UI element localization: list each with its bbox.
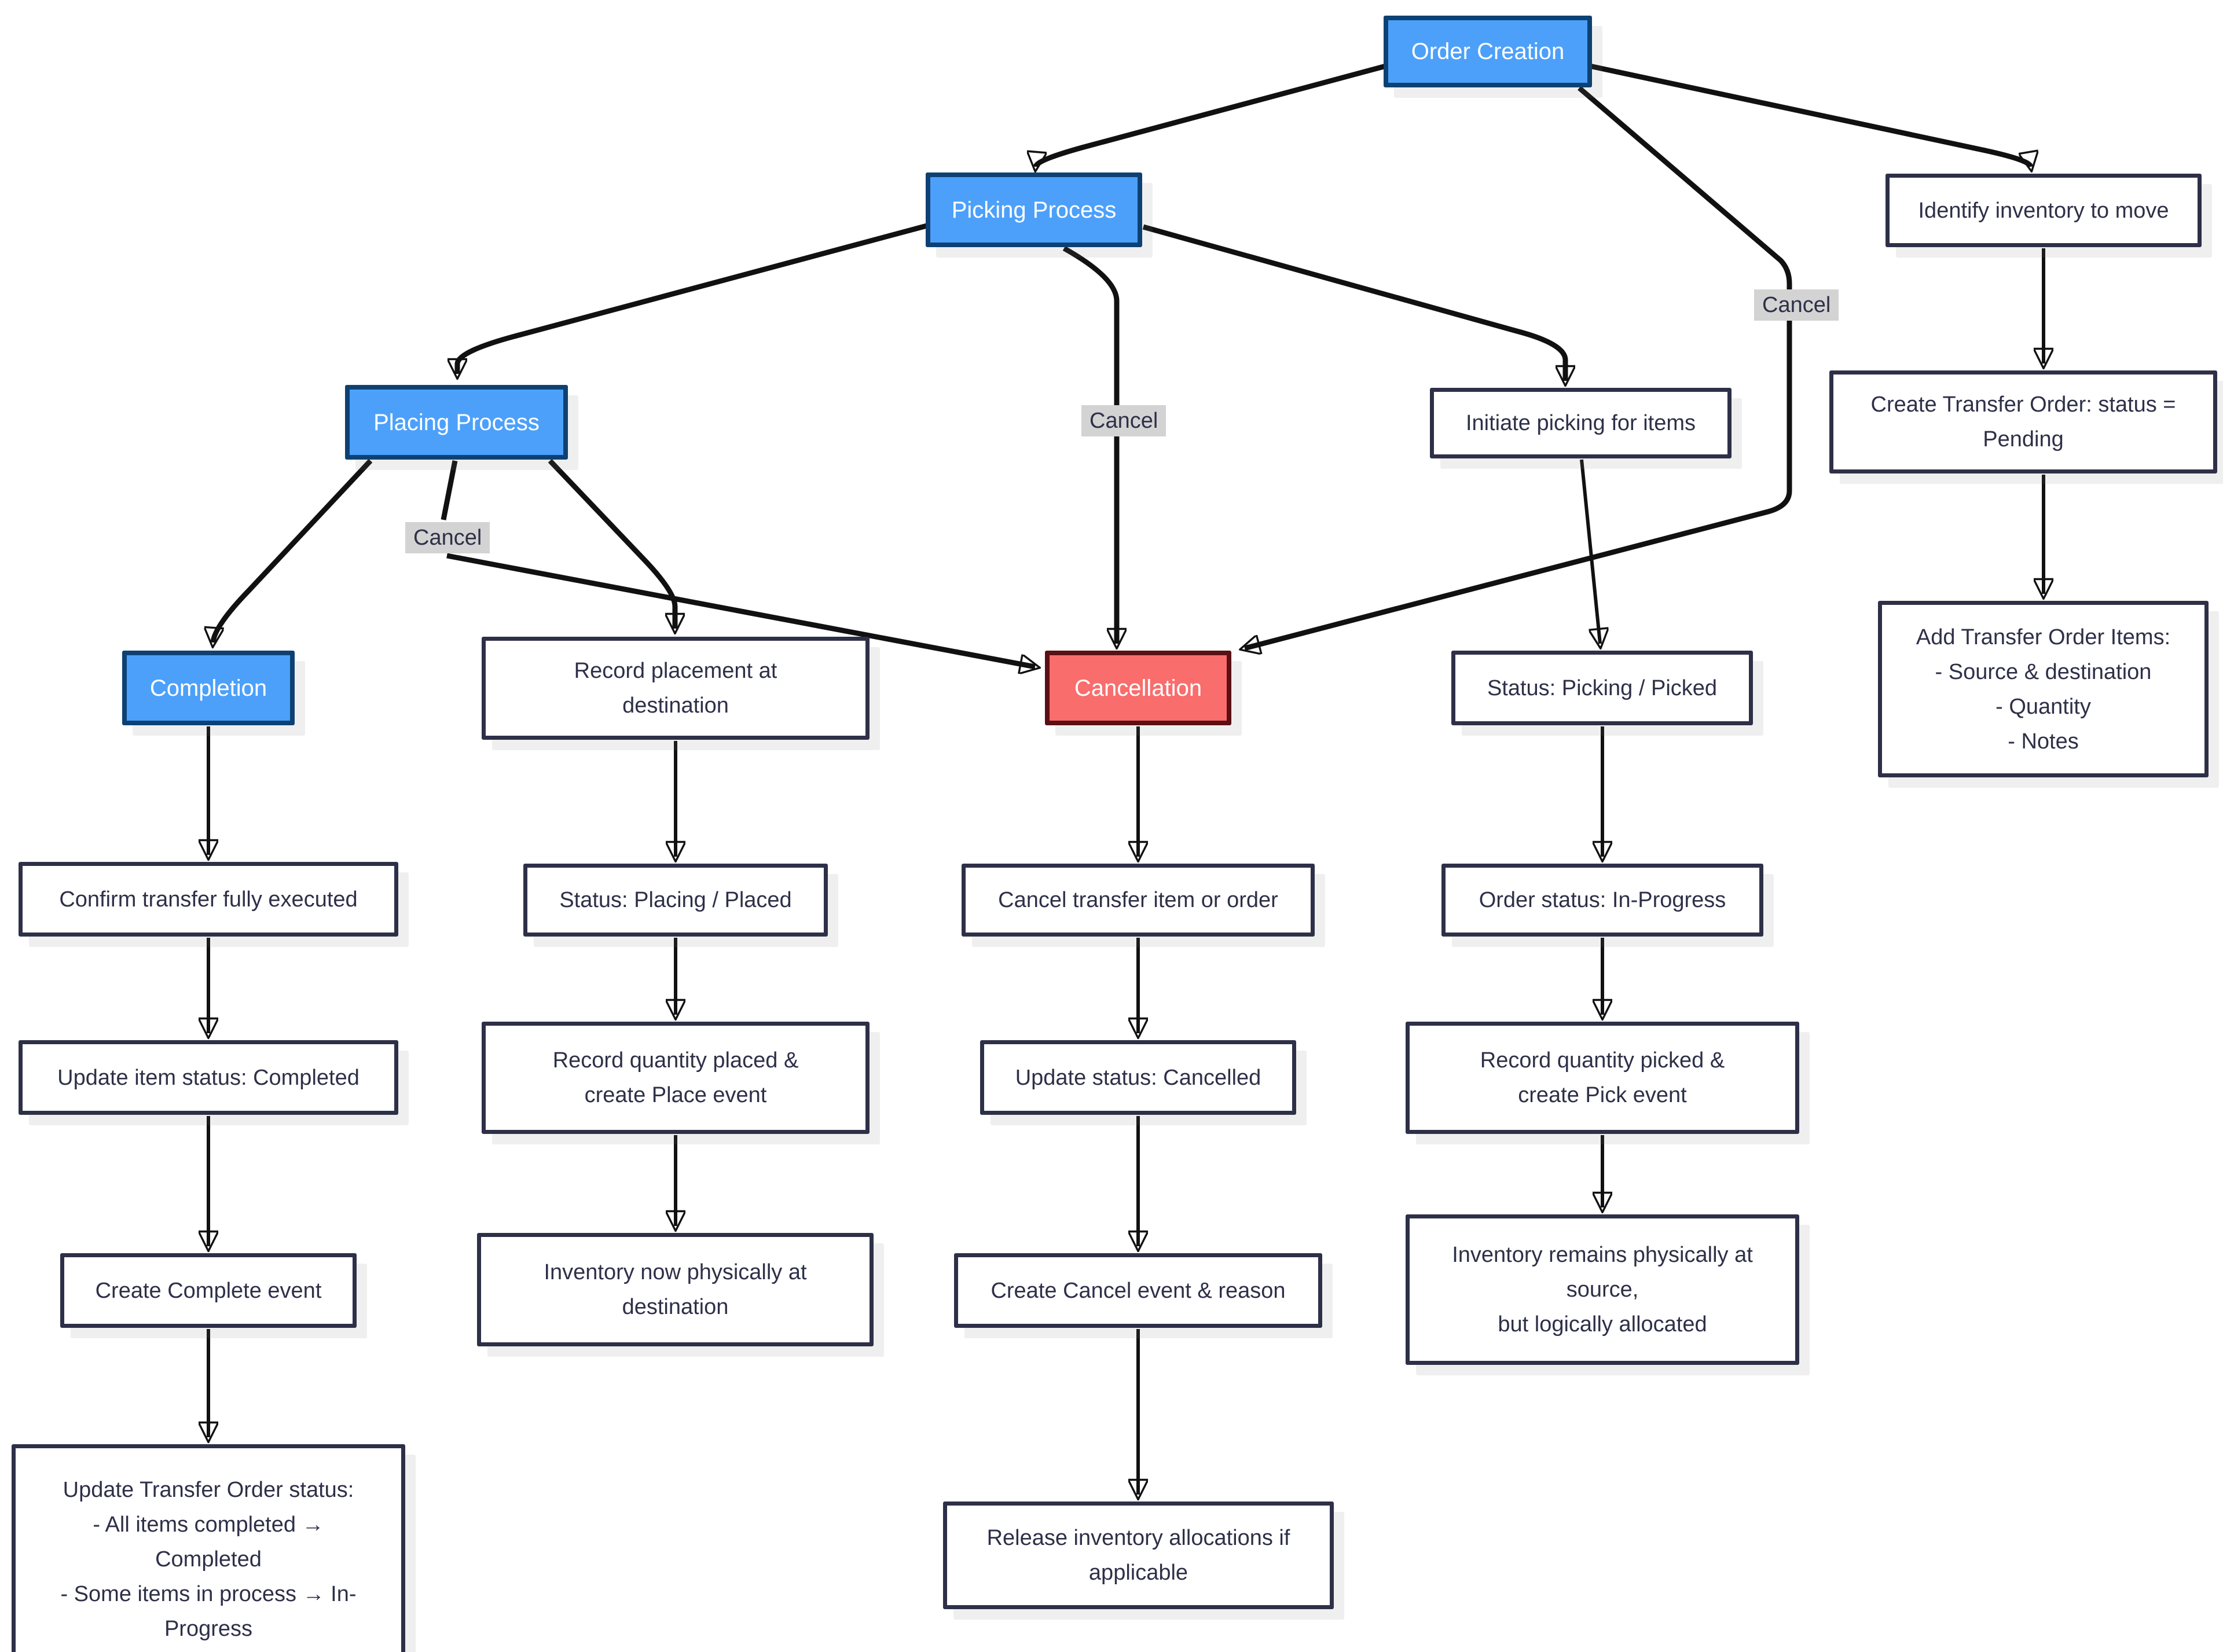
edge-placing-to-completion — [213, 458, 373, 643]
node-order-creation: Order Creation — [1384, 16, 1592, 87]
edge-cancel-label-to-cancellation — [446, 553, 1035, 667]
node-status-placing-placed: Status: Placing / Placed — [523, 864, 828, 937]
node-update-item-status: Update item status: Completed — [19, 1040, 398, 1115]
node-confirm-transfer: Confirm transfer fully executed — [19, 862, 398, 937]
node-initiate-picking: Initiate picking for items — [1430, 388, 1732, 458]
edge-order-creation-to-picking — [1036, 63, 1387, 167]
node-cancellation: Cancellation — [1045, 651, 1231, 725]
edge-placing-to-record-placement — [548, 458, 675, 629]
edge-order-creation-to-cancellation — [1245, 86, 1792, 648]
edge-label-cancel-picking: Cancel — [1081, 405, 1166, 436]
node-update-status-cancelled: Update status: Cancelled — [980, 1040, 1296, 1115]
node-record-qty-picked: Record quantity picked & create Pick eve… — [1406, 1022, 1799, 1134]
node-order-status-in-progress: Order status: In-Progress — [1441, 864, 1763, 937]
edge-label-cancel-order: Cancel — [1754, 289, 1839, 321]
edge-picking-to-placing — [457, 223, 928, 374]
node-status-picking-picked: Status: Picking / Picked — [1451, 651, 1753, 725]
edge-initiate-to-status-picking — [1580, 459, 1600, 644]
node-placing-process: Placing Process — [345, 385, 568, 460]
node-cancel-transfer-item: Cancel transfer item or order — [962, 864, 1315, 937]
node-identify-inventory: Identify inventory to move — [1885, 174, 2202, 247]
edge-label-cancel-placing: Cancel — [405, 522, 490, 553]
edge-picking-to-initiate — [1142, 224, 1565, 381]
edge-order-creation-to-identify — [1589, 63, 2031, 167]
node-completion: Completion — [122, 651, 295, 725]
node-inventory-at-destination: Inventory now physically at destination — [477, 1233, 874, 1346]
node-record-placement: Record placement at destination — [482, 637, 870, 740]
edge-placing-to-cancel-label — [441, 460, 458, 520]
node-inventory-remains-source: Inventory remains physically at source, … — [1406, 1214, 1799, 1365]
edge-picking-to-cancellation — [1062, 246, 1117, 644]
node-create-cancel-event: Create Cancel event & reason — [954, 1253, 1322, 1328]
node-update-transfer-order-status: Update Transfer Order status: - All item… — [12, 1444, 405, 1652]
node-create-transfer-order: Create Transfer Order: status = Pending — [1829, 370, 2217, 473]
node-create-complete-event: Create Complete event — [60, 1253, 357, 1328]
node-picking-process: Picking Process — [926, 172, 1142, 247]
node-record-qty-placed: Record quantity placed & create Place ev… — [482, 1022, 870, 1134]
node-add-transfer-order-items: Add Transfer Order Items: - Source & des… — [1878, 601, 2209, 777]
node-release-inventory: Release inventory allocations if applica… — [943, 1502, 1334, 1609]
